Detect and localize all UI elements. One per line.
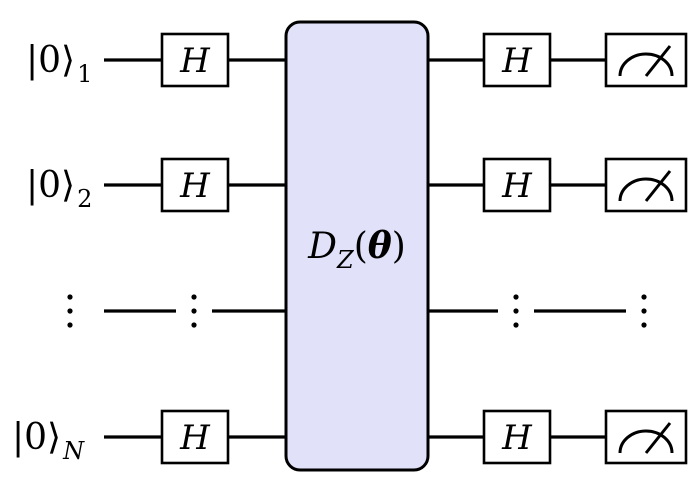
diagonal-unitary-block: DZ(θ) xyxy=(284,20,430,472)
meter-icon xyxy=(604,32,688,88)
pre-hadamard-gates: H H H xyxy=(160,32,230,465)
ket-subscript-1: 1 xyxy=(77,60,92,88)
input-states: |0⟩1 |0⟩2 |0⟩N xyxy=(12,40,92,465)
wires xyxy=(104,58,626,439)
block-open-paren: ( xyxy=(354,226,368,267)
hadamard-gate-2-post: H xyxy=(482,157,552,213)
post-hadamard-gates: H H H xyxy=(482,32,552,465)
hadamard-gate-1-post: H xyxy=(482,32,552,88)
gate-label: H xyxy=(501,41,533,81)
meter-icon xyxy=(604,157,688,213)
vertical-ellipsis-icon xyxy=(67,294,73,328)
block-label: DZ(θ) xyxy=(307,225,406,274)
gate-label: H xyxy=(179,166,211,206)
ket-subscript-2: 2 xyxy=(77,185,92,213)
gate-label: H xyxy=(179,41,211,81)
block-box xyxy=(284,20,430,472)
hadamard-gate-2-pre: H xyxy=(160,157,230,213)
ket-label-1: |0⟩1 xyxy=(26,40,92,88)
gate-label: H xyxy=(501,166,533,206)
block-close-paren: ) xyxy=(392,226,406,267)
ket-subscript-n: N xyxy=(62,437,85,465)
gate-label: H xyxy=(179,418,211,458)
ellipses xyxy=(67,294,647,328)
gate-label: H xyxy=(501,418,533,458)
vertical-ellipsis-icon xyxy=(191,294,197,328)
block-subscript: Z xyxy=(336,246,355,274)
vertical-ellipsis-icon xyxy=(641,294,647,328)
ket-label-2: |0⟩2 xyxy=(26,165,92,213)
block-argument: θ xyxy=(368,225,392,267)
measurements xyxy=(604,32,688,465)
block-letter: D xyxy=(307,226,337,267)
hadamard-gate-1-pre: H xyxy=(160,32,230,88)
meter-icon xyxy=(604,409,688,465)
hadamard-gate-n-post: H xyxy=(482,409,552,465)
hadamard-gate-n-pre: H xyxy=(160,409,230,465)
ket-label-n: |0⟩N xyxy=(12,417,85,465)
vertical-ellipsis-icon xyxy=(513,294,519,328)
